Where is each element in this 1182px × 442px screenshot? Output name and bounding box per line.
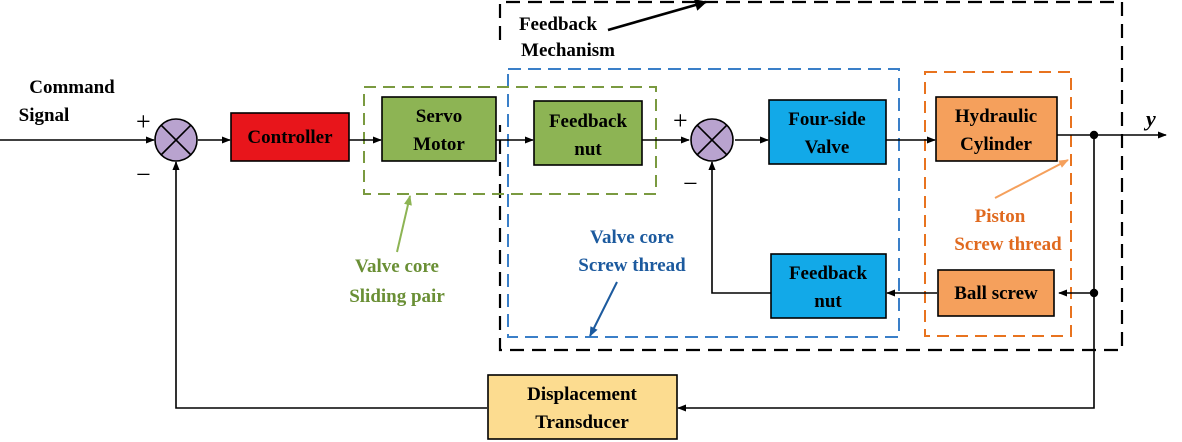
valve-core-screw-label-1: Valve core: [590, 227, 674, 248]
feedback-nut-top-label-1: Feedback: [549, 111, 628, 132]
piston-screw-pointer: [994, 159, 1069, 199]
servo-motor-label-2: Motor: [413, 134, 465, 155]
four-side-valve-label-1: Four-side: [788, 109, 865, 130]
piston-screw-boundary: [924, 71, 1072, 337]
line-nut-sum2-feedback: [708, 161, 771, 294]
piston-screw-label-2: Screw thread: [954, 234, 1062, 255]
sum2-minus-sign: −: [683, 169, 698, 198]
feedback-nut-top-label-2: nut: [574, 139, 602, 160]
feedback-nut-top-block: [533, 100, 643, 166]
sum1-minus-sign: −: [136, 160, 151, 189]
ball-screw-block: [937, 269, 1055, 317]
hydraulic-cylinder-label-1: Hydraulic: [955, 106, 1037, 127]
valve-core-sliding-label-1: Valve core: [355, 256, 439, 277]
summing-junction-2: [690, 118, 734, 162]
feedback-mechanism-pointer: [607, 0, 708, 32]
junction-dot-output: [1089, 130, 1099, 140]
feedback-mechanism-boundary: [498, 0, 1124, 352]
feedback-mechanism-label-1: Feedback: [519, 14, 598, 35]
junction-dot-feedback: [1089, 288, 1099, 298]
valve-core-screw-boundary: [507, 68, 900, 338]
displacement-transducer-label-2: Transducer: [535, 412, 629, 433]
valve-core-sliding-label-2: Sliding pair: [349, 286, 445, 307]
four-side-valve-block: [768, 99, 887, 165]
controller-label: Controller: [247, 127, 333, 148]
hydraulic-cylinder-label-2: Cylinder: [960, 134, 1032, 155]
controller-block: [230, 112, 350, 162]
valve-core-screw-pointer: [589, 281, 618, 337]
feedback-nut-bottom-label-2: nut: [814, 291, 842, 312]
summing-junction-1: [154, 118, 198, 162]
hydraulic-cylinder-block: [935, 96, 1058, 162]
servo-motor-block: [381, 96, 497, 162]
sum2-plus-sign: +: [673, 106, 688, 135]
piston-screw-label-1: Piston: [975, 206, 1026, 227]
displacement-transducer-block: [487, 374, 678, 440]
servo-motor-label-1: Servo: [416, 106, 462, 127]
feedback-nut-bottom-label-1: Feedback: [789, 263, 868, 284]
output-y-label: y: [1143, 106, 1156, 131]
line-transducer-sum1: [172, 161, 487, 409]
line-tap-transducer: [677, 293, 1095, 412]
valve-core-screw-label-2: Screw thread: [578, 255, 686, 276]
feedback-nut-bottom-block: [770, 253, 887, 319]
command-signal-label-2: Signal: [19, 105, 70, 126]
valve-core-sliding-pointer: [396, 195, 412, 253]
line-tap-ballscrew: [1058, 135, 1095, 297]
command-signal-label-1: Command: [29, 77, 115, 98]
feedback-mechanism-label-2: Mechanism: [521, 40, 615, 61]
displacement-transducer-label-1: Displacement: [527, 384, 637, 405]
four-side-valve-label-2: Valve: [805, 137, 850, 158]
sum1-plus-sign: +: [136, 107, 151, 136]
ball-screw-label: Ball screw: [954, 283, 1038, 304]
